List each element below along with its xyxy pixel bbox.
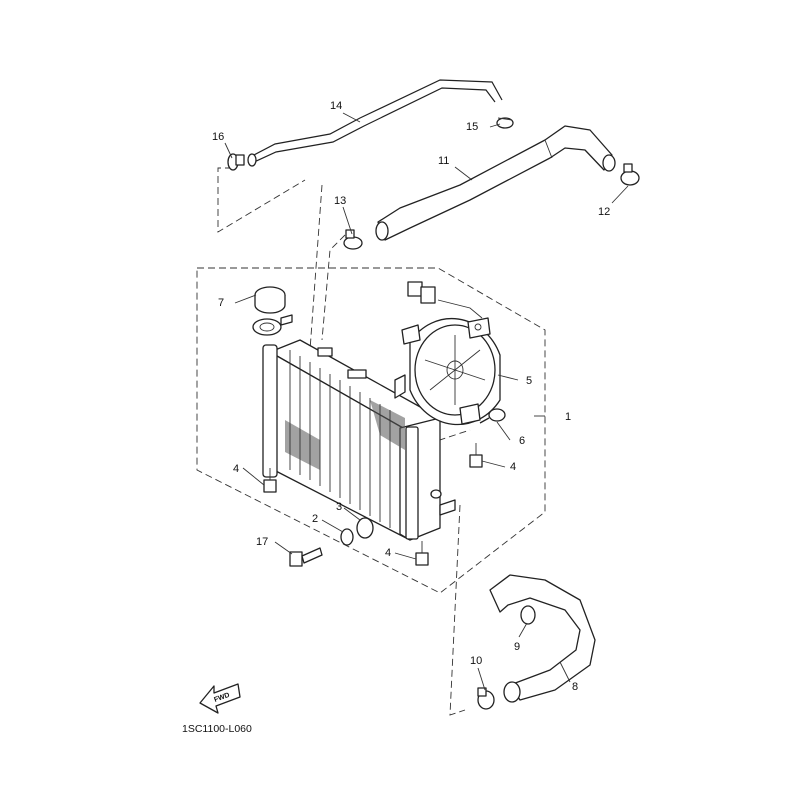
- callout-1: 1: [565, 411, 571, 423]
- callout-10: 10: [470, 655, 482, 667]
- callout-13: 13: [334, 195, 346, 207]
- breather-hose: [247, 79, 503, 167]
- clamp-15: [496, 117, 514, 129]
- clamp-12: [620, 163, 640, 186]
- bolt-6: [479, 408, 506, 424]
- callout-16: 16: [212, 131, 224, 143]
- fan-assembly: [401, 281, 501, 426]
- radiator-cap: [252, 286, 293, 336]
- callout-11: 11: [438, 155, 449, 167]
- callout-7: 7: [218, 297, 224, 309]
- callout-4-left: 4: [233, 463, 239, 475]
- fwd-arrow-icon: FWD: [199, 683, 241, 714]
- clamp-13: [343, 229, 363, 250]
- callout-3: 3: [336, 501, 342, 513]
- bolt-17: [289, 547, 323, 567]
- callout-2: 2: [312, 513, 318, 525]
- clamp-10: [477, 687, 495, 710]
- callout-4-right: 4: [510, 461, 516, 473]
- radiator-core: [262, 339, 456, 541]
- callout-labels: 1 2 3 4 4 4 5 6 7 8 9 10 11 12 13 14 15 …: [212, 100, 610, 693]
- radiator-hose-upper: [375, 125, 616, 241]
- callout-6: 6: [519, 435, 525, 447]
- callout-14: 14: [330, 100, 342, 112]
- clamp-9: [520, 605, 536, 625]
- callout-9: 9: [514, 641, 520, 653]
- callout-12: 12: [598, 206, 610, 218]
- leader-lines: [224, 112, 629, 691]
- callout-5: 5: [526, 375, 532, 387]
- diagram-code: 1SC1100-L060: [182, 723, 252, 735]
- callout-8: 8: [572, 681, 578, 693]
- assembly-boundary: [196, 267, 546, 594]
- collars-2-3: [340, 517, 374, 546]
- clamp-16: [227, 153, 245, 171]
- callout-4-bottom: 4: [385, 547, 391, 559]
- callout-17: 17: [256, 536, 268, 548]
- radiator-hose-lower: [489, 574, 596, 703]
- callout-15: 15: [466, 121, 478, 133]
